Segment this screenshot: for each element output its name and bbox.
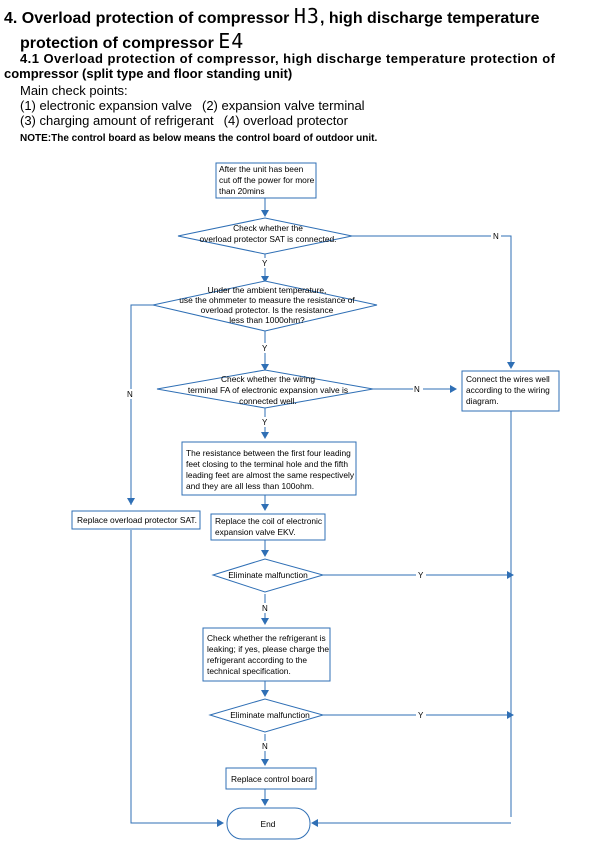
- label-d3-yes: Y: [262, 418, 268, 427]
- decision-sat-connected: Check whether the overload protector SAT…: [177, 217, 353, 255]
- section-heading: 4. Overload protection of compressor H3,…: [4, 5, 600, 55]
- node-line: technical specification.: [207, 666, 291, 676]
- node-line: Eliminate malfunction: [228, 570, 308, 580]
- label-e2-no: N: [262, 742, 268, 751]
- node-line: leaking; if yes, please charge the: [207, 644, 329, 654]
- node-line: Replace the coil of electronic: [215, 516, 322, 526]
- error-code-e4: E4: [218, 29, 245, 53]
- node-line: feet closing to the terminal hole and th…: [186, 459, 348, 469]
- check-points-row-1: (1) electronic expansion valve (2) expans…: [20, 98, 375, 113]
- node-line: leading feet are almost the same respect…: [186, 470, 355, 480]
- check-point-item: (1) electronic expansion valve: [20, 98, 192, 113]
- check-points: Main check points: (1) electronic expans…: [20, 83, 375, 128]
- node-line: Replace overload protector SAT.: [77, 515, 197, 525]
- node-line: Check whether the: [233, 223, 303, 233]
- check-points-row-2: (3) charging amount of refrigerant (4) ov…: [20, 113, 375, 128]
- label-e2-yes: Y: [418, 711, 424, 720]
- heading-text-middle: , high discharge temperature: [319, 10, 540, 27]
- subheading-line-2: compressor (split type and floor standin…: [4, 66, 293, 81]
- label-d1-yes: Y: [262, 259, 268, 268]
- decision-resistance-1000ohm: Under the ambient temperature, use the o…: [152, 280, 378, 332]
- node-line: diagram.: [466, 396, 499, 406]
- step-resistance-check: The resistance between the first four le…: [181, 441, 357, 496]
- node-line: and they are all less than 100ohm.: [186, 481, 314, 491]
- step-replace-sat: Replace overload protector SAT.: [71, 510, 201, 530]
- node-line: Replace control board: [231, 774, 313, 784]
- node-line: End: [261, 819, 276, 829]
- step-start: After the unit has been cut off the powe…: [215, 162, 317, 199]
- heading-line-2: protection of compressor E4: [4, 30, 600, 55]
- decision-eliminate-malfunction-1: Eliminate malfunction: [211, 558, 325, 593]
- subsection-heading: 4.1 Overload protection of compressor, h…: [4, 51, 602, 81]
- label-d3-no: N: [414, 385, 420, 394]
- check-point-item: (2) expansion valve terminal: [201, 98, 365, 113]
- node-line: Check whether the refrigerant is: [207, 633, 326, 643]
- label-d1-no: N: [493, 232, 499, 241]
- label-e1-no: N: [262, 604, 268, 613]
- step-refrigerant-leak: Check whether the refrigerant is leaking…: [202, 627, 331, 682]
- node-line: according to the wiring: [466, 385, 550, 395]
- node-line: overload protector. Is the resistance: [201, 305, 334, 315]
- label-d2-yes: Y: [262, 344, 268, 353]
- node-line: connected well.: [239, 396, 297, 406]
- heading-line-1: 4. Overload protection of compressor H3,…: [4, 5, 600, 30]
- label-e1-yes: Y: [418, 571, 424, 580]
- node-line: Eliminate malfunction: [230, 710, 310, 720]
- heading-text-2: protection of compressor: [20, 35, 219, 52]
- error-code-h3: H3: [293, 4, 320, 28]
- node-line: Under the ambient temperature,: [208, 285, 327, 295]
- node-line: cut off the power for more: [219, 175, 315, 185]
- step-replace-control-board: Replace control board: [225, 767, 317, 790]
- node-line: refrigerant according to the: [207, 655, 307, 665]
- step-connect-wires: Connect the wires well according to the …: [461, 370, 560, 412]
- node-line: The resistance between the first four le…: [186, 448, 351, 458]
- node-line: less than 1000ohm?: [229, 315, 305, 325]
- step-replace-coil: Replace the coil of electronic expansion…: [210, 513, 326, 541]
- branch-labels: Y N Y N Y N Y N Y N: [126, 231, 501, 751]
- node-line: expansion valve EKV.: [215, 527, 296, 537]
- check-point-item: (3) charging amount of refrigerant: [20, 113, 214, 128]
- node-line: terminal FA of electronic expansion valv…: [188, 385, 348, 395]
- flow-arrowheads: [127, 210, 515, 827]
- terminal-end: End: [226, 807, 311, 840]
- node-line: Connect the wires well: [466, 374, 550, 384]
- heading-text: 4. Overload protection of compressor: [4, 10, 294, 27]
- label-d2-no: N: [127, 390, 133, 399]
- check-point-item: (4) overload protector: [223, 113, 348, 128]
- node-line: overload protector SAT is connected.: [199, 234, 336, 244]
- check-points-title: Main check points:: [20, 83, 128, 98]
- node-line: than 20mins: [219, 186, 265, 196]
- node-line: use the ohmmeter to measure the resistan…: [179, 295, 355, 305]
- note-text: NOTE:The control board as below means th…: [20, 133, 378, 144]
- node-line: After the unit has been: [219, 164, 304, 174]
- subheading-line-1: 4.1 Overload protection of compressor, h…: [20, 51, 556, 66]
- decision-terminal-fa: Check whether the wiring terminal FA of …: [156, 369, 374, 409]
- node-line: Check whether the wiring: [221, 374, 315, 384]
- decision-eliminate-malfunction-2: Eliminate malfunction: [208, 698, 325, 733]
